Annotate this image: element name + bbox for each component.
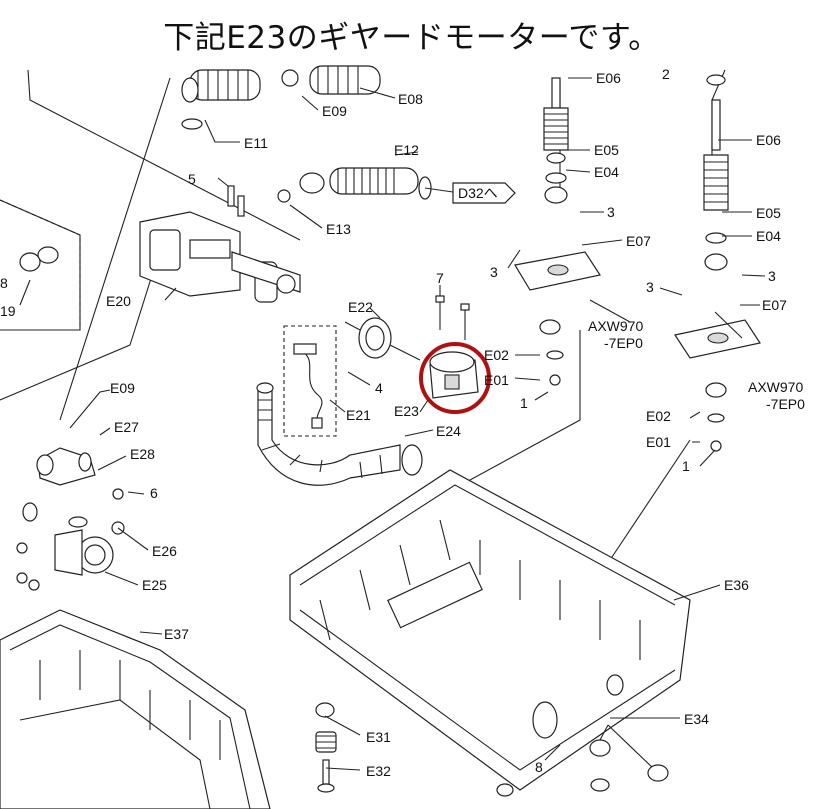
- hose-E24: [256, 382, 423, 486]
- bushings-left: [539, 319, 564, 386]
- label-E23: E23: [394, 403, 419, 419]
- label-6: 6: [150, 485, 158, 501]
- label-E05-b: E05: [756, 205, 781, 221]
- label-E34: E34: [684, 711, 709, 727]
- label-E28: E28: [130, 446, 155, 462]
- feet-E34: [496, 724, 669, 797]
- leader-lines: [19, 77, 766, 771]
- frame-lines: [0, 69, 726, 561]
- label-5: 5: [188, 171, 196, 187]
- harness-E21: [283, 325, 337, 437]
- label-3-d: 3: [646, 279, 654, 295]
- label-AXW-a1: AXW970: [588, 318, 643, 334]
- label-E25: E25: [142, 577, 167, 593]
- label-E32: E32: [366, 763, 391, 779]
- label-4: 4: [375, 380, 383, 396]
- label-AXW-b2: -7EP0: [766, 396, 805, 412]
- highlight-ring-E23: [419, 342, 491, 414]
- headline: 下記E23のギヤードモーターです。: [163, 20, 660, 56]
- label-E09-a: E09: [322, 103, 347, 119]
- label-AXW-a2: -7EP0: [604, 335, 643, 351]
- label-E01-b: E01: [646, 434, 671, 450]
- label-E05-a: E05: [594, 142, 619, 158]
- hose-E08: [181, 65, 381, 130]
- feet-E31-E32: [315, 702, 337, 793]
- hose-E12: [277, 167, 432, 203]
- label-E26: E26: [152, 543, 177, 559]
- bushings-right: [705, 382, 727, 452]
- tub-E37: [0, 609, 271, 809]
- label-7: 7: [436, 270, 444, 286]
- label-E37: E37: [164, 626, 189, 642]
- label-8-bottom: 8: [535, 759, 543, 775]
- label-1-b: 1: [682, 458, 690, 474]
- part-E22: [344, 317, 421, 361]
- label-3-b: 3: [768, 268, 776, 284]
- part-labels: E06 2 E09 E08 E11 E12 5 D32へ E13 E05 E04…: [0, 66, 805, 779]
- callout-D32: [424, 182, 516, 204]
- label-E24: E24: [436, 423, 461, 439]
- label-8-top: 8: [0, 275, 8, 291]
- label-3-a: 3: [607, 204, 615, 220]
- label-AXW-b1: AXW970: [748, 379, 803, 395]
- label-E01-a: E01: [484, 372, 509, 388]
- label-E27: E27: [114, 419, 139, 435]
- label-2: 2: [662, 66, 670, 82]
- screws-7: [435, 295, 470, 340]
- label-E08: E08: [398, 91, 423, 107]
- label-E02-b: E02: [646, 408, 671, 424]
- label-E36: E36: [724, 577, 749, 593]
- base-frame-E36: [289, 469, 691, 791]
- label-E13: E13: [326, 221, 351, 237]
- label-E04-a: E04: [594, 164, 619, 180]
- label-E20: E20: [106, 293, 131, 309]
- label-E07-a: E07: [626, 233, 651, 249]
- label-D32: D32へ: [458, 185, 498, 201]
- label-3-c: 3: [490, 264, 498, 280]
- label-E06-b: E06: [756, 132, 781, 148]
- part-E27: [36, 447, 96, 486]
- label-E11: E11: [244, 135, 268, 151]
- label-19: 19: [0, 303, 16, 319]
- bracket-E07-a: [514, 251, 601, 291]
- label-1-a: 1: [520, 395, 528, 411]
- label-E21: E21: [346, 407, 371, 423]
- bracket-E07-b: [674, 319, 761, 359]
- label-E22: E22: [348, 299, 373, 315]
- shock-absorber-right: [703, 74, 729, 271]
- label-E02-a: E02: [484, 347, 509, 363]
- shock-absorber-left: [543, 77, 569, 204]
- valve-E20: [139, 185, 301, 303]
- label-E07-b: E07: [762, 297, 787, 313]
- label-E31: E31: [366, 729, 391, 745]
- label-E06-a: E06: [596, 70, 621, 86]
- geared-motor-E23: [429, 351, 479, 399]
- label-E09-b: E09: [110, 380, 135, 396]
- label-E12: E12: [394, 142, 419, 158]
- label-E04-b: E04: [756, 228, 781, 244]
- drain-pump-E25: [54, 516, 114, 576]
